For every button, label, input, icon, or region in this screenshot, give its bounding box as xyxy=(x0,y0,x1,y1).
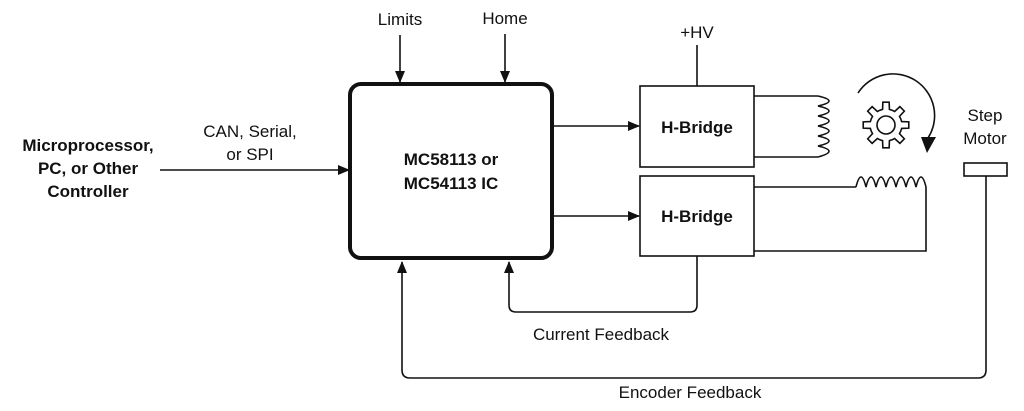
supply-label: +HV xyxy=(680,23,714,42)
encoder-feedback-path xyxy=(397,176,987,379)
h-bridge-bottom-label: H-Bridge xyxy=(661,207,733,226)
coil-icon-bottom xyxy=(754,176,927,252)
controller-line-1: Microprocessor, xyxy=(22,136,153,155)
step-motor-box xyxy=(963,162,1008,177)
chip-box xyxy=(348,82,554,260)
coil-icon xyxy=(754,95,830,158)
h-bridge-top-label: H-Bridge xyxy=(661,118,733,137)
interface-label-1: CAN, Serial, xyxy=(203,122,297,141)
controller-line-3: Controller xyxy=(47,182,129,201)
home-label: Home xyxy=(482,9,527,28)
gear-icon xyxy=(862,101,910,149)
limits-label: Limits xyxy=(378,10,422,29)
chip-label-1: MC58113 or xyxy=(404,150,499,169)
rotation-arrow-icon xyxy=(857,73,936,153)
controller-line-2: PC, or Other xyxy=(38,159,139,178)
controller-label: Microprocessor, PC, or Other Controller xyxy=(22,136,153,201)
current-feedback-path xyxy=(504,256,698,313)
current-feedback-label: Current Feedback xyxy=(533,325,670,344)
encoder-feedback-label: Encoder Feedback xyxy=(619,383,762,402)
h-bridge-bottom xyxy=(639,175,755,257)
motor-label-1: Step xyxy=(968,106,1003,125)
chip-label-2: MC54113 IC xyxy=(404,174,499,193)
interface-label-2: or SPI xyxy=(226,145,273,164)
h-bridge-top xyxy=(639,85,755,168)
motor-label-2: Motor xyxy=(963,129,1007,148)
